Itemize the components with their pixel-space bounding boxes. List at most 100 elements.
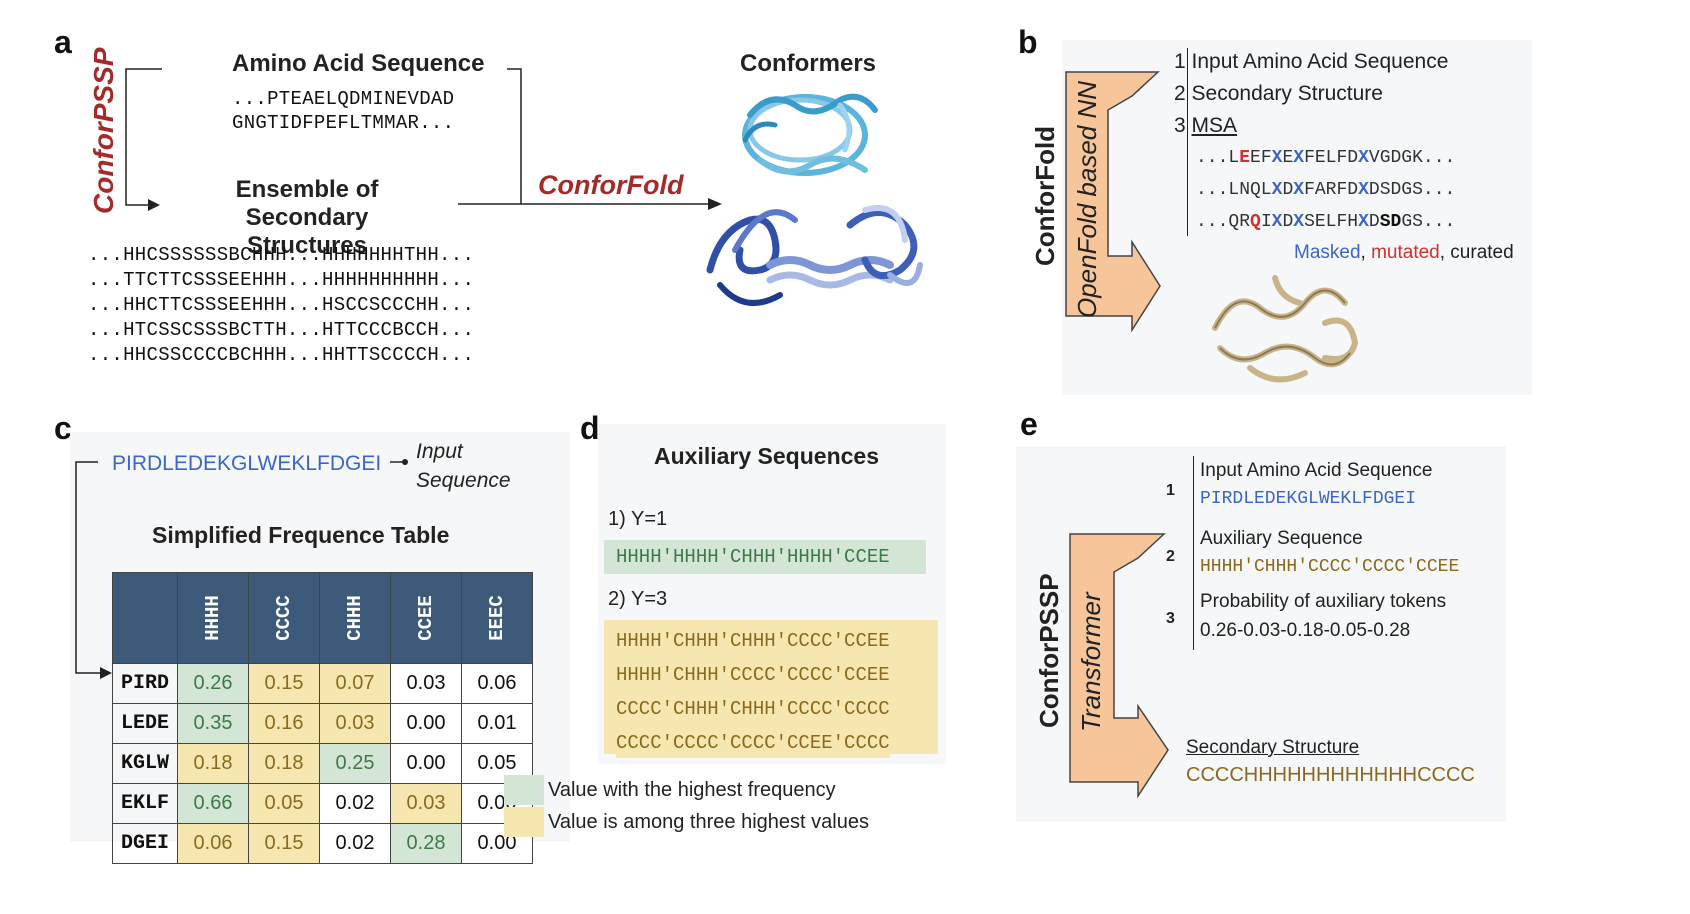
case-1-sequence: HHHH'HHHH'CHHH'HHHH'CCEE [604, 540, 926, 574]
msa-residue-segment: FELFD [1304, 148, 1359, 168]
openfold-arrow-shape [1065, 71, 1161, 333]
msa-line-1: ...LEEFXEXFELFDXVGDGK... [1196, 148, 1455, 168]
msa-residue-segment: E [1282, 148, 1294, 168]
msa-residue-segment: Q [1250, 212, 1261, 232]
ss-line: ...HHCSSSSSSBCHHH...HHHHHHHTHH... [88, 244, 475, 266]
conforfold-arrow-label: ConforFold [538, 170, 684, 200]
panel-b-label: b [1018, 24, 1038, 60]
col-header: CCEE [390, 572, 462, 664]
row-header: KGLW [112, 743, 178, 784]
table-cell: 0.03 [319, 703, 391, 744]
msa-line-3: ...QRQIXDXSELFHXDSDGS... [1196, 212, 1455, 232]
item-1-title: Input Amino Acid Sequence [1200, 460, 1433, 481]
col-header: CHHH [319, 572, 391, 664]
msa-residue-segment: FARFD [1304, 180, 1359, 200]
case-2-sequence: CCCC'CCCC'CCCC'CCEE'CCCC [616, 728, 890, 758]
case-1-label: 1) Y=1 [608, 508, 668, 530]
item-3-value: 0.26-0.03-0.18-0.05-0.28 [1200, 620, 1411, 641]
ss-line: ...HHCTTCSSSEEHHH...HSCCSCCCHH... [88, 294, 475, 316]
msa-residue-segment: SD [1379, 212, 1402, 232]
panel-e-divider [1193, 456, 1194, 650]
table-cell: 0.00 [390, 703, 462, 744]
ss-line: ...TTCTTCSSSEEHHH...HHHHHHHHHH... [88, 269, 475, 291]
table-cell: 0.15 [248, 663, 320, 704]
msa-residue-segment: X [1358, 148, 1369, 168]
table-cell: 0.26 [177, 663, 249, 704]
msa-residue-segment: ...QR [1196, 212, 1251, 232]
panel-a-label: a [54, 24, 72, 60]
msa-line-2: ...LNQLXDXFARFDXDSDGS... [1196, 180, 1455, 200]
conforpssp-side-label-e: ConforPSSP [1034, 573, 1064, 728]
msa-residue-segment: X [1293, 212, 1305, 232]
amino-seq-line-1: ...PTEAELQDMINEVDAD [232, 88, 455, 110]
msa-residue-segment: X [1271, 212, 1283, 232]
table-cell: 0.07 [319, 663, 391, 704]
msa-residue-segment: X [1271, 148, 1283, 168]
row-header: PIRD [112, 663, 178, 704]
table-cell: 0.01 [461, 703, 533, 744]
output-value: CCCCHHHHHHHHHHHHCCCC [1186, 764, 1475, 786]
panel-e-label: e [1020, 406, 1038, 442]
case-2-sequence: HHHH'CHHH'CHHH'CCCC'CCEE [616, 626, 890, 656]
table-cell: 0.66 [177, 783, 249, 824]
output-title: Secondary Structure [1186, 737, 1360, 758]
panel-b-background [1062, 40, 1532, 395]
msa-residue-segment: D [1282, 212, 1294, 232]
table-cell: 0.05 [248, 783, 320, 824]
table-cell: 0.02 [319, 823, 391, 864]
msa-residue-segment: X [1271, 180, 1283, 200]
msa-residue-segment: D [1368, 212, 1380, 232]
msa-residue-segment: X [1358, 212, 1369, 232]
msa-residue-segment: EF [1250, 148, 1272, 168]
item-3-number: 3 [1166, 610, 1175, 627]
msa-residue-segment: X [1358, 180, 1369, 200]
ss-line: ...HTCSSCSSSBCTTH...HTTCCCBCCH... [88, 319, 475, 341]
input-sequence: PIRDLEDEKGLWEKLFDGEI [112, 452, 382, 475]
table-cell: 0.35 [177, 703, 249, 744]
msa-residue-segment: VGDGK... [1368, 148, 1456, 168]
case-2-label: 2) Y=3 [608, 588, 668, 610]
auxiliary-title: Auxiliary Sequences [654, 443, 879, 469]
msa-residue-segment: GS... [1401, 212, 1456, 232]
msa-legend: Masked, mutated, curated [1294, 242, 1514, 263]
col-header: EEEC [461, 572, 533, 664]
table-cell: 0.18 [248, 743, 320, 784]
legend-yellow-text: Value is among three highest values [548, 811, 869, 833]
table-cell: 0.16 [248, 703, 320, 744]
table-cell: 0.18 [177, 743, 249, 784]
msa-residue-segment: ...LNQL [1196, 180, 1272, 200]
msa-residue-segment: X [1293, 180, 1305, 200]
frequence-table-title: Simplified Frequence Table [152, 522, 450, 548]
table-cell: 0.03 [390, 663, 462, 704]
table-cell: 0.15 [248, 823, 320, 864]
msa-residue-segment: D [1282, 180, 1294, 200]
table-cell: 0.00 [390, 743, 462, 784]
legend-green-text: Value with the highest frequency [548, 779, 836, 801]
item-2-value: HHHH'CHHH'CCCC'CCCC'CCEE [1200, 557, 1460, 577]
table-cell: 0.06 [461, 663, 533, 704]
table-cell: 0.28 [390, 823, 462, 864]
amino-seq-line-2: GNGTIDFPEFLTMMAR... [232, 112, 455, 134]
amino-acid-title: Amino Acid Sequence [232, 50, 485, 77]
conformers-title: Conformers [740, 50, 877, 77]
transformer-arrow-label: Transformer [1076, 592, 1106, 732]
item-2-number: 2 [1166, 548, 1175, 565]
ss-line: ...HHCSSCCCCBCHHH...HHTTSCCCCH... [88, 344, 475, 366]
row-header: EKLF [112, 783, 178, 824]
panel-b-item-2: 2 Secondary Structure [1174, 82, 1383, 105]
table-cell: 0.25 [319, 743, 391, 784]
ss-lines: ...HHCSSSSSSBCHHH...HHHHHHHTHH... ...TTC… [88, 243, 474, 368]
msa-residue-segment: SELFH [1304, 212, 1359, 232]
msa-residue-segment: ...L [1196, 148, 1240, 168]
msa-residue-segment: E [1239, 148, 1251, 168]
predicted-structure-image [1212, 275, 1359, 383]
panel-d-label: d [580, 410, 600, 446]
